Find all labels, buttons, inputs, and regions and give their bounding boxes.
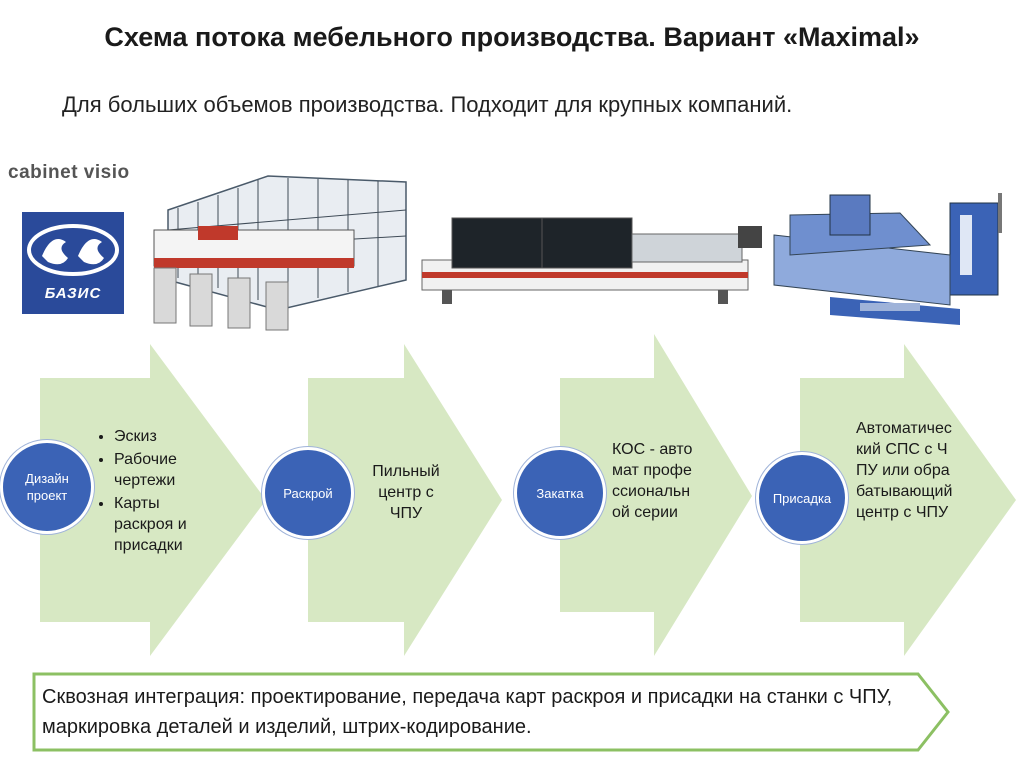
page-title: Схема потока мебельного производства. Ва…	[104, 22, 920, 52]
bazis-logo-text: БАЗИС	[44, 285, 102, 302]
stage-label-cutting: Раскрой	[283, 485, 333, 501]
stage-circle-drilling: Присадка	[756, 452, 848, 544]
stage-arrow-1	[40, 344, 266, 656]
stage-arrow-4	[800, 344, 1016, 656]
cnc-machining-center-image	[773, 193, 1002, 325]
stage-label-drilling: Присадка	[772, 490, 832, 506]
stage-arrow-2	[308, 344, 502, 656]
integration-arrow	[32, 672, 950, 752]
design-bullet-sketch: Эскиз	[114, 426, 210, 447]
panel-saw-machine-image	[153, 175, 407, 331]
edgebander-machine-image	[421, 217, 762, 304]
stage-description-edging: КОС - автомат профессиональной серии	[612, 441, 693, 521]
cabinet-vision-logo: cabinet visio	[8, 162, 130, 183]
stage-label-edging: Закатка	[536, 485, 584, 501]
stage-circle-cutting: Раскрой	[262, 447, 354, 539]
stage-circle-edging: Закатка	[514, 447, 606, 539]
design-bullet-cutting-maps: Карты раскроя и присадки	[114, 493, 210, 556]
page-subtitle: Для больших объемов производства. Подход…	[62, 92, 793, 117]
bazis-logo: БАЗИС	[22, 212, 124, 314]
bazis-emblem-icon	[27, 224, 119, 276]
stage-description-cutting: Пильный центр с ЧПУ	[372, 463, 440, 522]
stage-label-design: Дизайн проект	[25, 471, 69, 503]
integration-note: Сквозная интеграция: проектирование, пер…	[42, 686, 893, 738]
design-bullet-drawings: Рабочие чертежи	[114, 449, 210, 491]
stage-bullets-design: Эскиз Рабочие чертежи Карты раскроя и пр…	[102, 426, 210, 558]
stage-circle-design: Дизайн проект	[0, 440, 94, 534]
stage-arrow-3	[560, 334, 752, 656]
stage-description-drilling: Автоматический СПС с ЧПУ или обрабатываю…	[856, 420, 953, 521]
